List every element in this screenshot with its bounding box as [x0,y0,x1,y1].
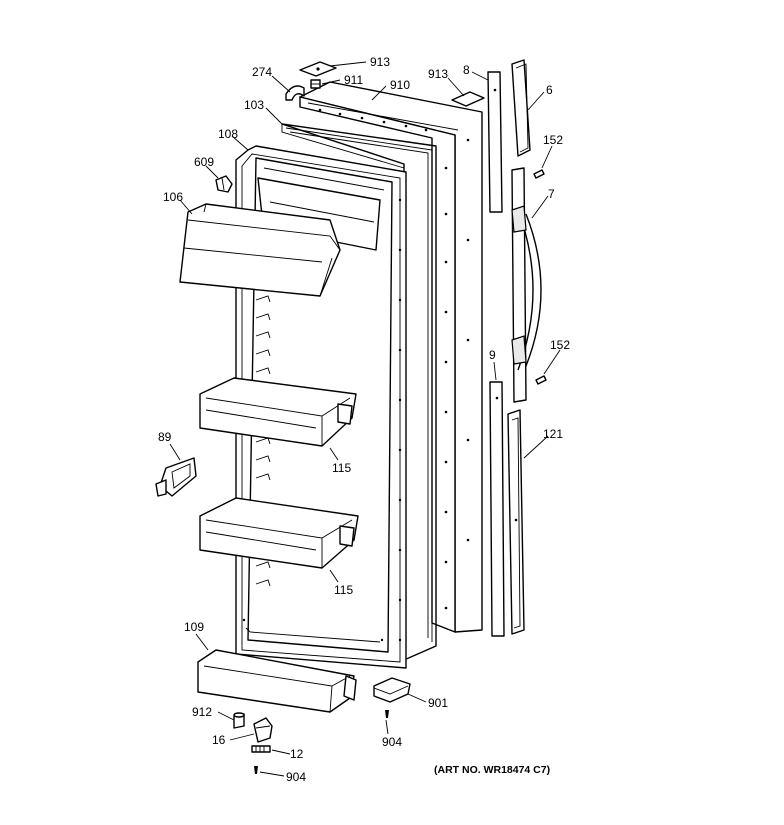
callout-115-lower: 115 [334,583,353,597]
bushing-912 [233,712,245,729]
callout-609: 609 [194,155,214,169]
callout-12: 12 [290,747,304,761]
spring-12 [251,745,271,753]
dairy-bin-cover [179,203,341,297]
callout-16: 16 [212,733,226,747]
callout-274: 274 [252,65,272,79]
callout-106: 106 [163,190,183,204]
callout-912: 912 [192,705,212,719]
callout-913-right: 913 [428,67,448,81]
leader-lines [169,61,561,777]
screw-152-bottom [535,375,547,385]
bracket-16 [253,717,273,743]
callout-108: 108 [218,127,238,141]
hinge-274 [285,85,305,101]
callout-8: 8 [463,63,470,77]
callout-901: 901 [428,696,448,710]
door-handle-7 [511,167,542,403]
shim-913 [451,91,485,107]
handle-cap-6 [511,59,531,157]
callout-911: 911 [344,73,363,87]
cover-901 [373,677,411,703]
callout-89: 89 [158,430,172,444]
callout-121: 121 [543,427,563,441]
stop-911 [310,79,321,89]
cam-part [215,175,233,193]
callout-904-right: 904 [382,735,402,749]
callout-6: 6 [546,83,553,97]
handle-trim-8 [487,71,503,213]
callout-913-top: 913 [370,55,390,69]
clip-part [155,457,197,497]
screw-152-top [533,169,545,179]
callout-152-top: 152 [543,133,563,147]
screw-904-right [385,710,389,718]
callout-904-bottom: 904 [286,770,306,784]
shelf-bin-lower [199,497,359,569]
callout-103: 103 [244,98,264,112]
shelf-bin-upper [199,377,357,447]
bottom-door-bin [197,649,357,713]
trim-strip-121 [507,409,525,635]
handle-trim-9 [489,381,505,637]
callout-152-bottom: 152 [550,338,570,352]
callout-115-upper: 115 [332,461,351,475]
callout-7: 7 [548,187,555,201]
top-bracket-913 [299,61,337,77]
callout-109: 109 [184,620,204,634]
art-number: (ART NO. WR18474 C7) [434,764,550,776]
door-gasket [281,123,437,661]
screw-904-bottom [254,766,258,774]
callout-9: 9 [489,348,496,362]
callout-910: 910 [390,78,410,92]
